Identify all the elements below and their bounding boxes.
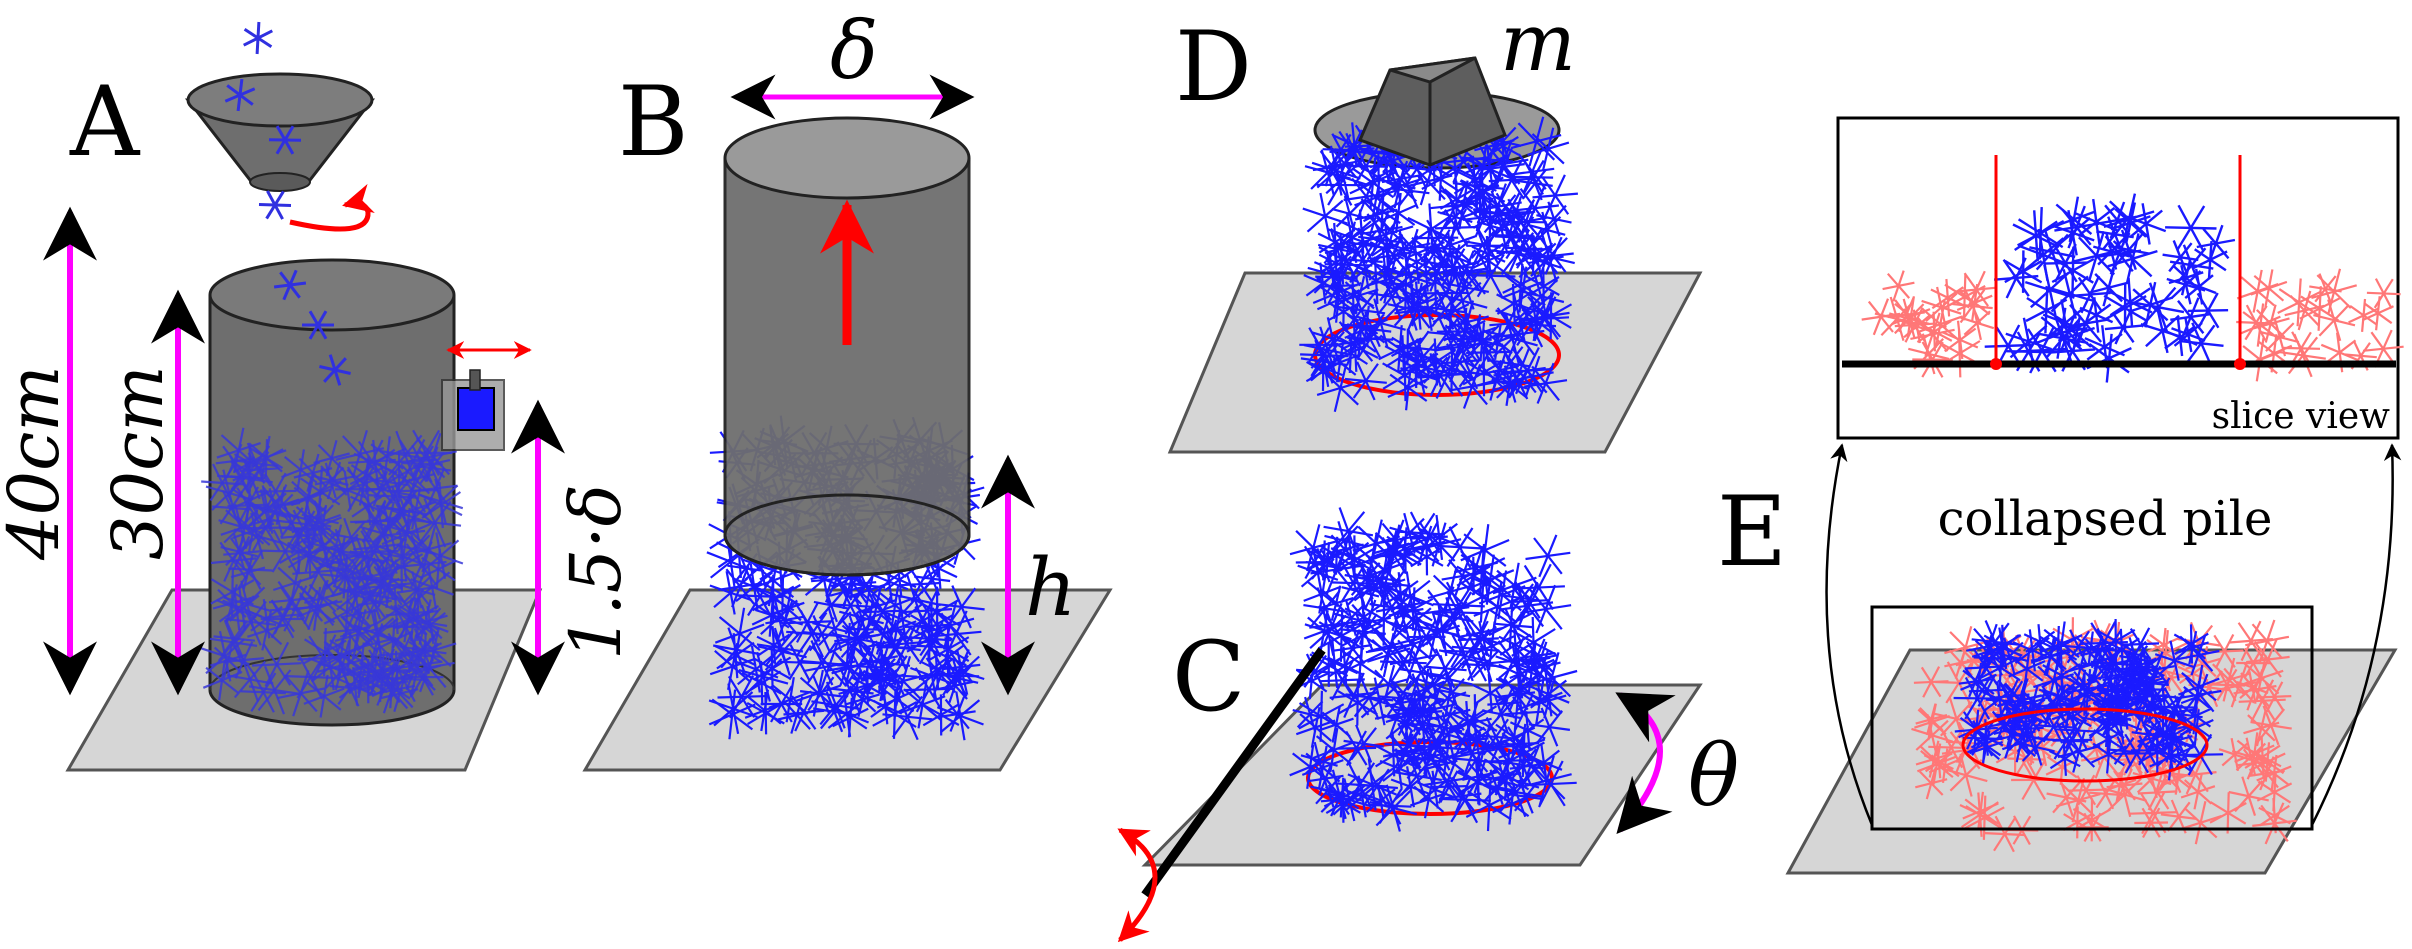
slice-particles: [1861, 193, 2404, 383]
label-40cm: 40cm: [0, 365, 75, 561]
label-mass: m: [1500, 0, 1576, 89]
theta-arrow: [1615, 692, 1676, 835]
link-arrow-left: [1825, 443, 1874, 826]
slice-plane-frame: [1870, 605, 2314, 831]
particles-a: [200, 427, 464, 718]
label-30cm: 30cm: [97, 365, 179, 560]
label-delta: δ: [830, 4, 878, 97]
tilt-rotation-arrow: [1117, 827, 1158, 943]
panel-e: slice view E collapsed pile: [1717, 116, 2404, 875]
panel-letter-e: E: [1717, 476, 1787, 588]
label-sensor-height: 1.5·δ: [555, 484, 637, 660]
particles-c: [1289, 507, 1578, 832]
panel-letter-b: B: [618, 66, 689, 178]
slice-view-frame: [1836, 116, 2400, 440]
panel-letter-c: C: [1172, 621, 1245, 733]
link-arrow-right: [2310, 443, 2402, 826]
panel-b: B δ h: [582, 4, 1113, 772]
panel-letter-d: D: [1175, 11, 1252, 123]
label-theta: θ: [1688, 727, 1739, 826]
falling-particles: [224, 21, 351, 386]
rotation-arrow-funnel: [289, 183, 375, 232]
mass-block: [1357, 56, 1507, 167]
label-h: h: [1025, 541, 1077, 634]
slice-marker-left: [1990, 358, 2002, 370]
base-ring-e: [1961, 707, 2209, 783]
tilt-axis: [1141, 647, 1326, 898]
cylinder-b: [723, 116, 971, 577]
collapsed-pile-label: collapsed pile: [1938, 491, 2273, 547]
panel-c: C θ: [1117, 507, 1739, 943]
plate-c: [1141, 683, 1703, 867]
particles-d: [1299, 116, 1578, 412]
panel-d: D m: [1167, 0, 1703, 454]
sensor: [441, 341, 532, 451]
panel-letter-a: A: [69, 66, 141, 178]
slice-marker-right: [2234, 358, 2246, 370]
slice-view-label: slice view: [2212, 396, 2391, 437]
panel-a: A 40cm 30cm 1.5·δ: [0, 21, 637, 772]
